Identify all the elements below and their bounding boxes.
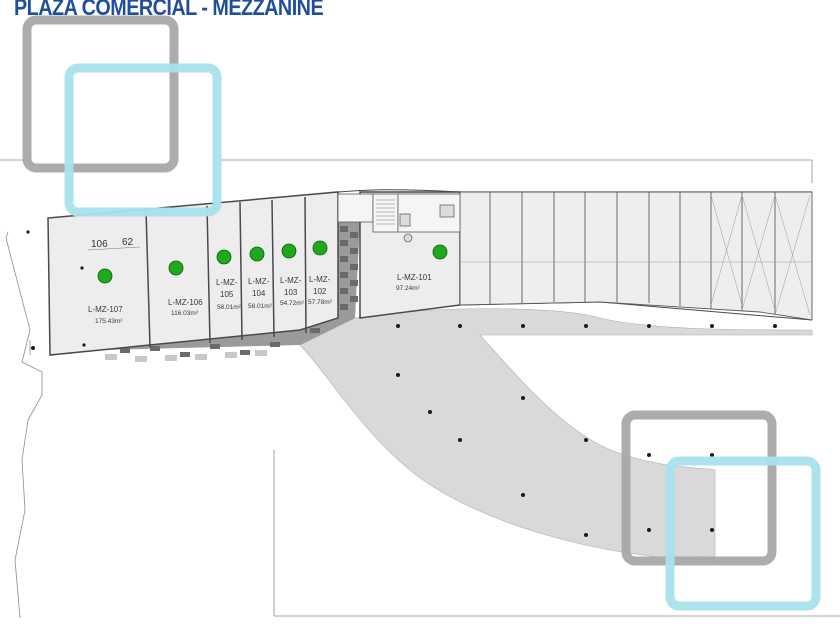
dimension-labels: 106 62 [87, 237, 141, 251]
unit-l-mz-103: L-MZ- 103 54.72m² [280, 276, 305, 307]
unit-marker-icon [312, 240, 328, 256]
corridor-bays [459, 191, 813, 321]
unit-marker-icon [168, 260, 184, 276]
unit-name: L-MZ- [248, 277, 270, 286]
dimension-label: 62 [122, 237, 134, 248]
unit-name: L-MZ- [309, 275, 331, 284]
frame-gray-top [22, 15, 179, 173]
unit-name: L-MZ-106 [168, 298, 203, 307]
unit-markers [97, 240, 448, 284]
paving [105, 222, 360, 362]
dimension-label: 106 [91, 239, 108, 250]
unit-marker-icon [281, 243, 297, 259]
unit-area: 58.01m² [248, 303, 273, 310]
unit-marker-icon [216, 249, 232, 265]
unit-area: 57.78m² [308, 299, 333, 306]
plaza-walkway [299, 308, 813, 561]
unit-area: 116.03m² [171, 310, 199, 317]
column-dot-icon [31, 346, 35, 350]
frame-cyan-bottom [665, 456, 821, 611]
decorative-frames [22, 15, 821, 611]
restroom-icon [399, 204, 455, 243]
unit-name: 104 [252, 289, 266, 298]
unit-name: 105 [220, 290, 234, 299]
unit-marker-icon [97, 268, 113, 284]
frame-cyan-top [64, 63, 222, 217]
unit-name: L-MZ-107 [88, 305, 123, 314]
unit-l-mz-107: L-MZ-107 175.43m² [88, 305, 123, 325]
unit-marker-icon [249, 246, 265, 262]
unit-l-mz-102: L-MZ- 102 57.78m² [308, 275, 333, 306]
unit-labels: L-MZ-107 175.43m² L-MZ-106 116.03m² L-MZ… [88, 273, 432, 325]
unit-l-mz-106: L-MZ-106 116.03m² [168, 298, 203, 317]
unit-area: 54.72m² [280, 300, 305, 307]
unit-l-mz-104: L-MZ- 104 58.01m² [248, 277, 273, 310]
service-core [337, 193, 461, 243]
site-boundary [0, 159, 840, 619]
unit-area: 175.43m² [95, 318, 123, 325]
frame-gray-bottom [621, 410, 777, 566]
unit-name: 103 [284, 288, 298, 297]
unit-marker-icon [432, 244, 448, 260]
unit-l-mz-105: L-MZ- 105 58.01m² [216, 278, 242, 311]
unit-name: L-MZ- [216, 278, 238, 287]
column-dots [26, 230, 777, 537]
unit-name: L-MZ-101 [397, 273, 432, 282]
page-title: PLAZA COMERCIAL - MEZZANINE [14, 0, 324, 20]
corridor-hatching [460, 194, 812, 316]
unit-area: 58.01m² [217, 304, 242, 311]
unit-l-mz-101: L-MZ-101 97.24m² [396, 273, 432, 292]
unit-area: 97.24m² [396, 285, 421, 292]
unit-name: L-MZ- [280, 276, 302, 285]
stair-icon [376, 199, 395, 225]
unit-name: 102 [313, 287, 327, 296]
